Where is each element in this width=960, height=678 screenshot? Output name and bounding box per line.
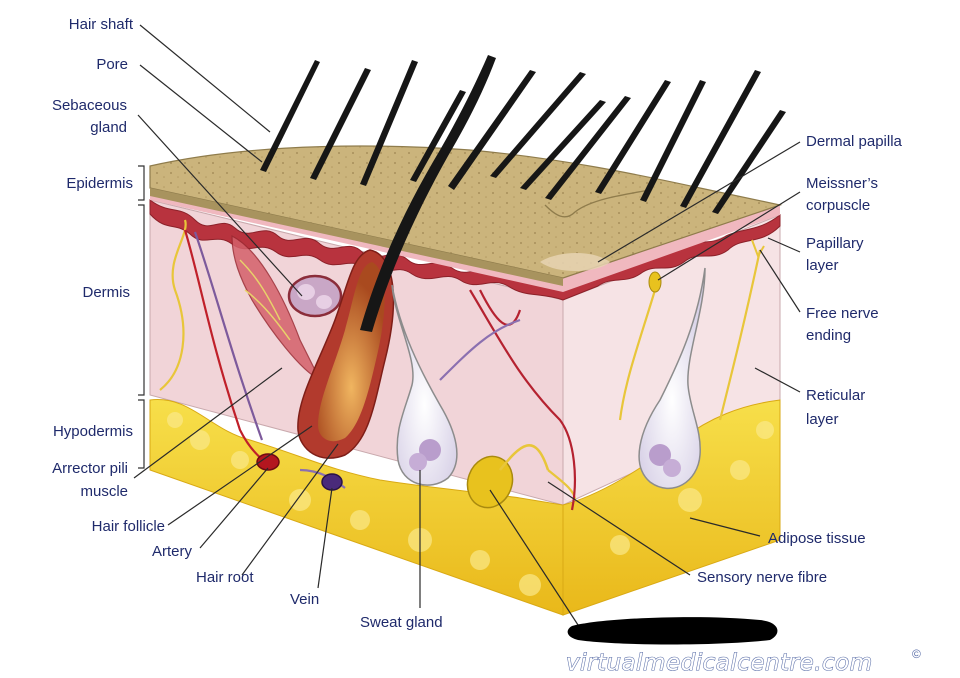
bracket-dermis [138,205,144,395]
label-reticular-1: Reticular [806,387,865,404]
label-meissners-1: Meissner’s [806,175,878,192]
label-hair-follicle: Hair follicle [92,518,165,535]
watermark-text: virtualmedicalcentre.com [566,650,873,676]
bracket-epidermis [138,166,144,200]
label-arrector-pili-1: Arrector pili [52,460,128,477]
label-sebaceous-2: gland [90,119,127,136]
watermark: virtualmedicalcentre.com © [566,647,921,676]
label-pore: Pore [96,56,128,73]
watermark-copyright-symbol: © [912,647,921,661]
label-papillary-1: Papillary [806,235,864,252]
label-reticular-2: layer [806,411,839,428]
label-hair-shaft: Hair shaft [69,16,134,33]
label-arrector-pili-2: muscle [80,483,128,500]
sebaceous-gland [289,276,341,316]
label-sensory-nerve-fibre: Sensory nerve fibre [697,569,827,586]
label-hair-root: Hair root [196,569,254,586]
label-meissners-2: corpuscle [806,197,870,214]
label-dermis: Dermis [83,284,131,301]
bracket-hypodermis [138,400,144,468]
label-free-nerve-2: ending [806,327,851,344]
label-epidermis: Epidermis [66,175,133,192]
layer-brackets [138,166,144,468]
label-artery: Artery [152,543,193,560]
leader-pore [140,65,262,162]
label-papillary-2: layer [806,257,839,274]
vein-cross-section [322,474,342,490]
meissners-corpuscle [649,272,661,292]
label-hypodermis: Hypodermis [53,423,133,440]
label-vein: Vein [290,591,319,608]
label-sweat-gland: Sweat gland [360,614,443,631]
redacted-label-bar [568,617,778,644]
label-adipose-tissue: Adipose tissue [768,530,866,547]
label-free-nerve-1: Free nerve [806,305,879,322]
label-sebaceous-1: Sebaceous [52,97,127,114]
label-dermal-papilla: Dermal papilla [806,133,903,150]
